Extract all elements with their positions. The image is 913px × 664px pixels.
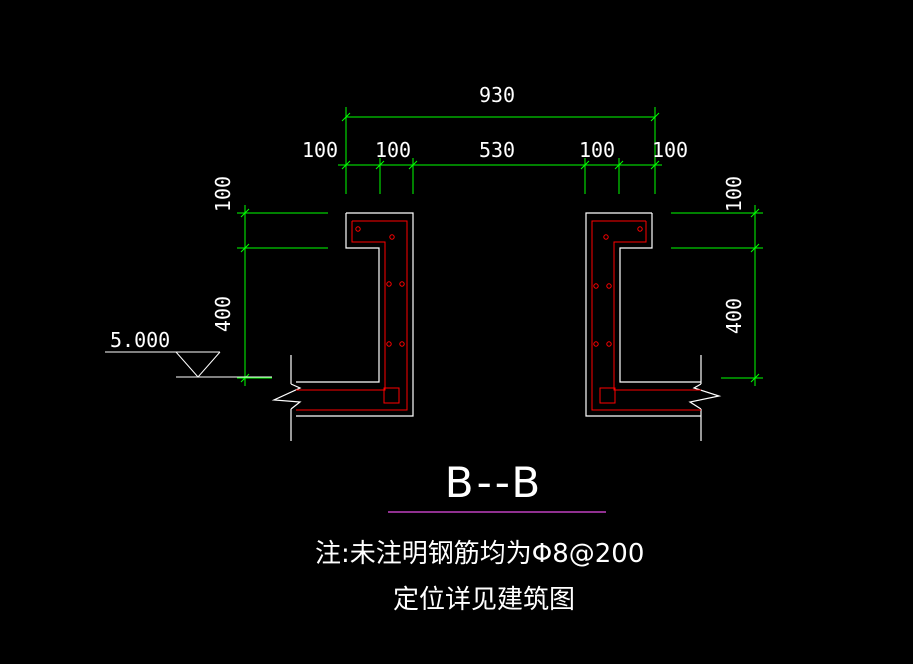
tick-mark xyxy=(341,160,351,170)
tick-mark xyxy=(341,112,351,122)
section-title: B--B xyxy=(445,458,543,507)
dim-label: 100 xyxy=(652,138,688,162)
right-rebar-dots xyxy=(593,226,643,347)
right-rebar xyxy=(591,220,701,411)
right-gutter-section xyxy=(585,212,722,441)
left-rebar-dots xyxy=(355,226,405,347)
rebar-corner-square xyxy=(383,387,400,404)
top-dimension-labels: 930 100 100 530 100 100 xyxy=(302,83,688,162)
tick-mark xyxy=(750,373,760,383)
left-rebar xyxy=(296,220,408,411)
tick-mark xyxy=(580,160,590,170)
dim-left-upper-label: 100 xyxy=(211,176,235,212)
elevation-marker xyxy=(105,351,272,378)
tick-mark xyxy=(240,373,250,383)
dim-label: 530 xyxy=(479,138,515,162)
break-line xyxy=(271,383,302,410)
note-line-2: 定位详见建筑图 xyxy=(393,585,575,615)
tick-mark xyxy=(408,160,418,170)
rebar-corner-square xyxy=(599,387,616,404)
tick-mark xyxy=(375,160,385,170)
right-concrete-outline xyxy=(585,212,722,441)
dim-label: 100 xyxy=(579,138,615,162)
dim-label: 100 xyxy=(375,138,411,162)
right-dimension-chain xyxy=(671,205,763,386)
dim-total-label: 930 xyxy=(479,83,515,107)
tick-mark xyxy=(650,112,660,122)
dim-left-lower-label: 400 xyxy=(211,296,235,332)
break-line xyxy=(688,383,722,410)
elevation-triangle-icon xyxy=(175,351,221,378)
left-dimension-chain xyxy=(237,205,328,386)
tick-mark xyxy=(750,243,760,253)
note-line-1: 注:未注明钢筋均为Φ8@200 xyxy=(315,539,644,569)
elevation-value: 5.000 xyxy=(110,328,170,352)
tick-mark xyxy=(614,160,624,170)
dim-right-lower-label: 400 xyxy=(722,298,746,334)
dim-label: 100 xyxy=(302,138,338,162)
tick-mark xyxy=(240,208,250,218)
dim-right-upper-label: 100 xyxy=(722,176,746,212)
left-concrete-outline xyxy=(271,212,414,441)
tick-mark xyxy=(240,243,250,253)
top-dimension-chain xyxy=(338,107,662,194)
left-gutter-section xyxy=(271,212,414,441)
tick-mark xyxy=(650,160,660,170)
tick-mark xyxy=(750,208,760,218)
